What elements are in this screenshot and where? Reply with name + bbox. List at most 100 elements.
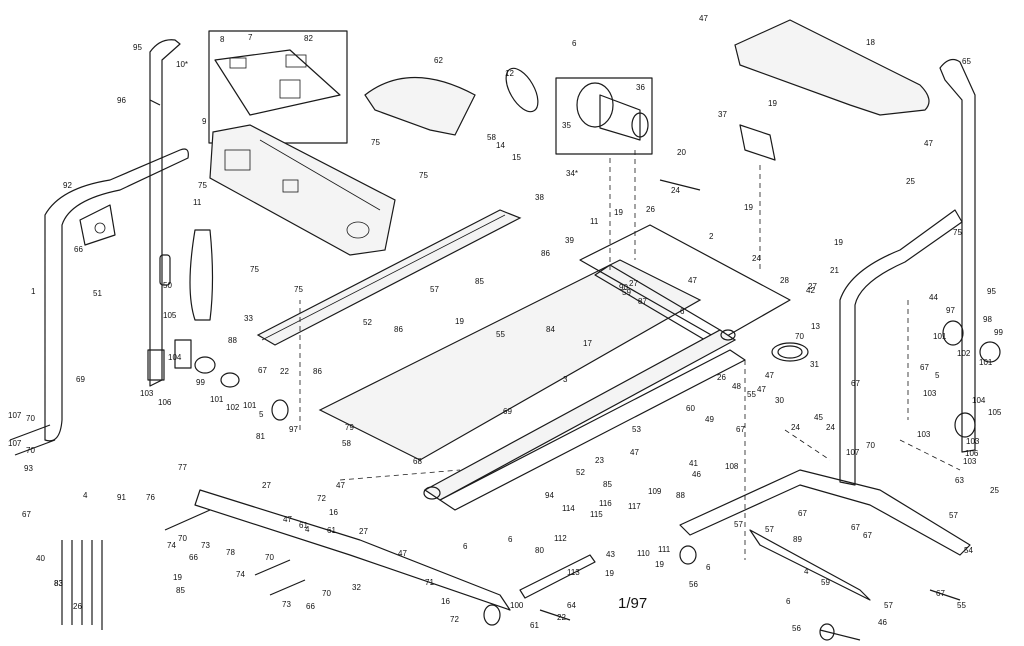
- callout-label: 67: [851, 379, 860, 388]
- callout-label: 30: [775, 396, 784, 405]
- callout-label: 9: [202, 117, 207, 126]
- left-upright: [149, 39, 181, 387]
- callout-label: 61: [530, 621, 539, 630]
- callout-label: 70: [178, 534, 187, 543]
- callout-label: 97: [289, 425, 298, 434]
- callout-label: 111: [658, 545, 671, 554]
- callout-label: 83: [54, 579, 63, 588]
- callout-label: 35: [562, 121, 571, 130]
- callout-label: 76: [146, 493, 155, 502]
- callout-label: 47: [398, 549, 407, 558]
- coil: [771, 342, 809, 362]
- callout-label: 4: [305, 525, 310, 534]
- callout-label: 6: [680, 307, 685, 316]
- callout-label: 106: [158, 398, 172, 407]
- callout-label: 27: [629, 279, 638, 288]
- callout-label: 85: [176, 586, 185, 595]
- callout-label: 24: [826, 423, 835, 432]
- callout-label: 70: [322, 589, 331, 598]
- callout-label: 98: [983, 315, 992, 324]
- callout-label: 70: [26, 446, 35, 455]
- callout-label: 38: [535, 193, 544, 202]
- callout-label: 41: [689, 459, 698, 468]
- callout-label: 71: [425, 578, 434, 587]
- callout-label: 75: [250, 265, 259, 274]
- callout-label: 57: [734, 520, 743, 529]
- callout-label: 67: [22, 510, 31, 519]
- callout-label: 52: [576, 468, 585, 477]
- callout-label: 75: [294, 285, 303, 294]
- callout-label: 4: [804, 567, 809, 576]
- callout-label: 6: [463, 542, 468, 551]
- callout-label: 67: [863, 531, 872, 540]
- callout-label: 87: [638, 297, 647, 306]
- console-detail-box: [208, 30, 348, 144]
- callout-label: 45: [814, 413, 823, 422]
- callout-label: 67: [936, 589, 945, 598]
- callout-label: 42: [806, 286, 815, 295]
- callout-label: 16: [329, 508, 338, 517]
- callout-label: 1: [31, 287, 36, 296]
- callout-label: 33: [244, 314, 253, 323]
- callout-label: 50: [163, 281, 172, 290]
- callout-label: 67: [798, 509, 807, 518]
- callout-label: 48: [732, 382, 741, 391]
- callout-label: 95: [133, 43, 142, 52]
- callout-label: 59: [622, 288, 631, 297]
- callout-label: 69: [76, 375, 85, 384]
- callout-label: 110: [637, 549, 650, 558]
- callout-label: 2: [709, 232, 714, 241]
- callout-label: 93: [24, 464, 33, 473]
- callout-label: 26: [73, 602, 82, 611]
- callout-label: 70: [26, 414, 35, 423]
- callout-label: 27: [262, 481, 271, 490]
- incline-bar: [519, 554, 596, 599]
- callout-label: 5: [935, 371, 940, 380]
- callout-label: 65: [962, 57, 971, 66]
- end-cap-left-b: [174, 339, 192, 369]
- callout-label: 25: [990, 486, 999, 495]
- callout-label: 37: [718, 110, 727, 119]
- callout-label: 47: [283, 515, 292, 524]
- callout-label: 46: [878, 618, 887, 627]
- callout-label: 54: [964, 546, 973, 555]
- callout-label: 83: [54, 579, 63, 588]
- callout-label: 46: [692, 470, 701, 479]
- callout-label: 116: [599, 499, 612, 508]
- side-rail-left: [256, 209, 522, 346]
- callout-label: 36: [636, 83, 645, 92]
- callout-label: 117: [628, 502, 641, 511]
- callout-label: 10*: [176, 60, 188, 69]
- callout-label: 19: [768, 99, 777, 108]
- right-upright: [939, 58, 976, 453]
- base-frame-right: [679, 469, 971, 556]
- footer-code: 1/97: [618, 595, 647, 612]
- callout-label: 55: [496, 330, 505, 339]
- bracket: [739, 124, 776, 161]
- callout-label: 22: [280, 367, 289, 376]
- callout-label: 39: [565, 236, 574, 245]
- callout-label: 103: [963, 457, 977, 466]
- callout-label: 102: [226, 403, 240, 412]
- callout-label: 92: [63, 181, 72, 190]
- callout-label: 96: [117, 96, 126, 105]
- callout-label: 59: [821, 578, 830, 587]
- callout-label: 43: [606, 550, 615, 559]
- callout-label: 105: [988, 408, 1002, 417]
- callout-label: 75: [371, 138, 380, 147]
- callout-label: 90: [619, 283, 628, 292]
- callout-label: 105: [163, 311, 177, 320]
- callout-label: 66: [74, 245, 83, 254]
- lower-frame: [194, 489, 511, 611]
- callout-label: 47: [757, 385, 766, 394]
- front-wheel-mid: [679, 545, 697, 565]
- callout-label: 23: [595, 456, 604, 465]
- callout-label: 62: [434, 56, 443, 65]
- callout-label: 109: [648, 487, 662, 496]
- callout-label: 19: [834, 238, 843, 247]
- callout-label: 101: [210, 395, 224, 404]
- callout-label: 101: [979, 358, 993, 367]
- callout-label: 70: [866, 441, 875, 450]
- frame-rear: [579, 224, 791, 341]
